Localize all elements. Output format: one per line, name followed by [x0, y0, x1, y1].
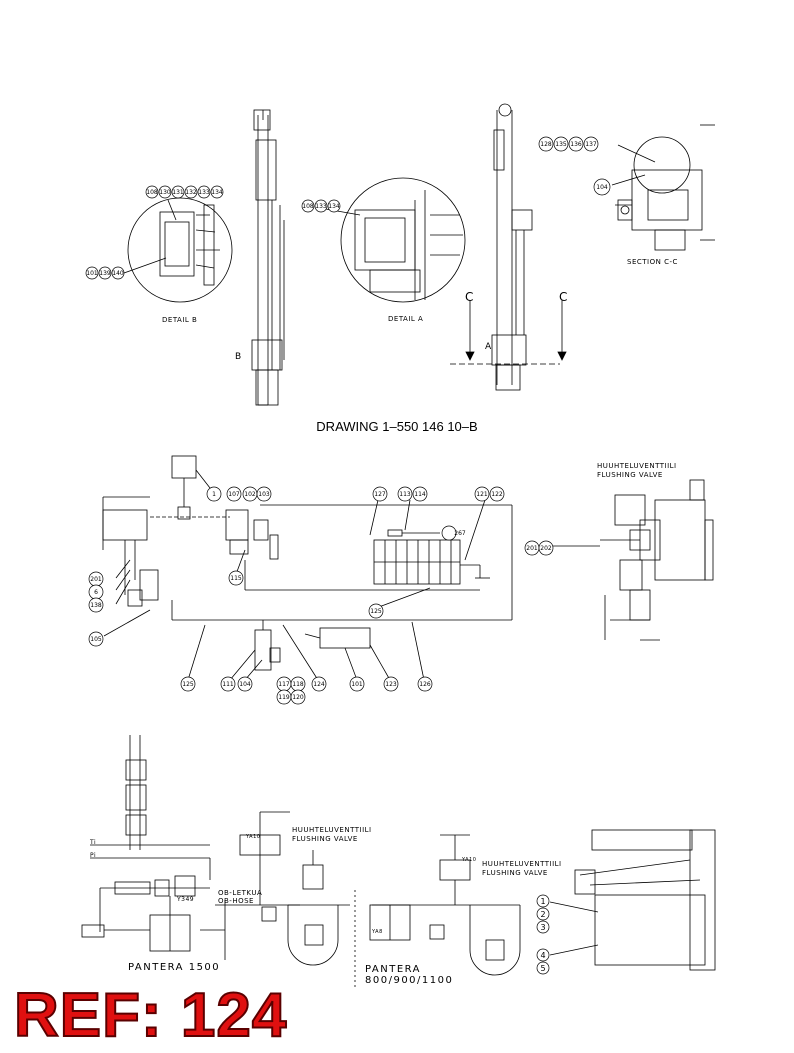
svg-text:115: 115 [230, 575, 242, 582]
svg-text:117: 117 [278, 681, 290, 688]
ya8-label: YA8 [372, 929, 383, 935]
svg-text:5: 5 [540, 964, 545, 973]
callout-108a: 108 [302, 203, 314, 210]
ob-hose-label: OB-HOSE [218, 897, 254, 905]
callout-134: 134 [211, 189, 223, 196]
svg-text:125: 125 [370, 608, 382, 615]
svg-text:125: 125 [182, 681, 194, 688]
callout-133: 133 [198, 189, 210, 196]
svg-text:118: 118 [292, 681, 304, 688]
callout-104: 104 [596, 184, 608, 191]
pi-label: Pi [90, 852, 97, 859]
pantera-800-models-label: 800/900/1100 [365, 975, 454, 986]
pantera-1500-label: PANTERA 1500 [128, 962, 221, 973]
svg-text:111: 111 [222, 681, 234, 688]
svg-text:107: 107 [228, 491, 240, 498]
svg-text:201: 201 [90, 576, 102, 583]
flushing-valve-en-left: FLUSHING VALVE [292, 835, 358, 843]
svg-text:124: 124 [313, 681, 325, 688]
marker-b: B [235, 352, 242, 362]
flushing-valve-fi-top: HUUHTELUVENTTIILI [597, 462, 677, 470]
flushing-valve-fi-right: HUUHTELUVENTTIILI [482, 860, 562, 868]
svg-text:119: 119 [278, 694, 290, 701]
callout-132: 132 [185, 189, 197, 196]
section-cc-label: SECTION C-C [627, 258, 678, 266]
svg-text:121: 121 [476, 491, 488, 498]
svg-text:114: 114 [414, 491, 426, 498]
svg-text:202: 202 [540, 545, 552, 552]
svg-text:3: 3 [540, 923, 545, 932]
detail-a-label: DETAIL A [388, 315, 424, 323]
svg-text:113: 113 [399, 491, 411, 498]
svg-text:101: 101 [351, 681, 363, 688]
svg-text:102: 102 [244, 491, 256, 498]
svg-text:103: 103 [258, 491, 270, 498]
callout-139: 139 [99, 270, 111, 277]
callout-135: 135 [555, 141, 567, 148]
ya10-label-right: YA10 [462, 857, 477, 863]
svg-text:6: 6 [94, 589, 98, 596]
drawing-caption: DRAWING 1–550 146 10–B [316, 419, 478, 434]
svg-text:127: 127 [374, 491, 386, 498]
callout-130: 130 [159, 189, 171, 196]
svg-text:2: 2 [540, 910, 545, 919]
callout-108: 108 [146, 189, 158, 196]
callout-101: 101 [86, 270, 98, 277]
svg-text:4: 4 [540, 951, 545, 960]
ti-label: Ti [90, 839, 97, 846]
svg-text:138: 138 [90, 602, 102, 609]
svg-text:201: 201 [526, 545, 538, 552]
svg-text:267: 267 [454, 530, 466, 537]
section-c-right: C [559, 290, 568, 304]
ob-letku-label: OB-LETKUA [218, 889, 263, 897]
ref-number: REF: 124 [13, 981, 288, 1050]
y349-label: Y349 [177, 896, 195, 903]
svg-text:105: 105 [90, 636, 102, 643]
flushing-valve-en-right: FLUSHING VALVE [482, 869, 548, 877]
flushing-valve-en-top: FLUSHING VALVE [597, 471, 663, 479]
svg-text:120: 120 [292, 694, 304, 701]
callout-136: 136 [570, 141, 582, 148]
svg-text:1: 1 [540, 897, 545, 906]
svg-text:104: 104 [239, 681, 251, 688]
callout-134a: 134 [328, 203, 340, 210]
callout-140: 140 [112, 270, 124, 277]
callout-131: 131 [172, 189, 184, 196]
svg-text:126: 126 [419, 681, 431, 688]
svg-text:1: 1 [212, 491, 216, 498]
callout-128: 128 [540, 141, 552, 148]
callout-133a: 133 [315, 203, 327, 210]
section-c-left: C [465, 290, 474, 304]
svg-text:122: 122 [491, 491, 503, 498]
flushing-valve-fi-left: HUUHTELUVENTTIILI [292, 826, 372, 834]
detail-b-label: DETAIL B [162, 316, 198, 324]
ya10-label-left: YA10 [246, 834, 261, 840]
svg-text:123: 123 [385, 681, 397, 688]
marker-a: A [485, 342, 492, 352]
callout-137: 137 [585, 141, 597, 148]
pantera-800-label: PANTERA [365, 964, 422, 975]
